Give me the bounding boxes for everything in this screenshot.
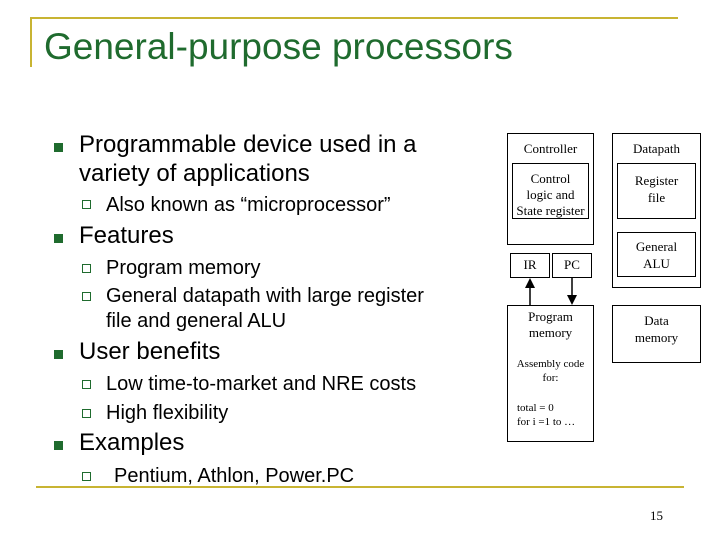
alu-label: ALU [643,256,670,271]
bullet-marker [54,441,63,450]
bullet-marker [54,143,63,152]
sub-bullet-text: Also known as “microprocessor” [106,194,391,216]
controller-label: Controller [523,141,578,156]
sub-bullet-text: General datapath with large register [106,285,424,307]
arrow-up-icon [525,278,535,288]
assembly-label: Assembly code [516,358,585,370]
data-memory-box [612,305,701,363]
data-memory-label: memory [634,330,679,345]
sub-bullet-text: High flexibility [106,402,229,424]
bottom-rule [36,486,684,488]
arrow-down-icon [567,295,577,305]
sub-bullet-marker [82,292,91,301]
top-rule [30,17,678,19]
bullet-marker [54,234,63,243]
code-line: for i =1 to … [517,416,576,428]
control-logic-label: Control [530,171,571,186]
assembly-label: for: [542,372,559,384]
register-file-box [617,163,696,219]
data-memory-label: Data [644,313,669,328]
sub-bullet-marker [82,264,91,273]
sub-bullet-marker [82,380,91,389]
control-logic-box [512,163,589,219]
program-memory-label: memory [528,325,573,340]
bullet-text: Programmable device used in a [79,131,417,158]
sub-bullet-marker [82,472,91,481]
left-rule [30,17,32,67]
ir-box [510,253,550,278]
sub-bullet-text: Pentium, Athlon, Power.PC [114,465,355,487]
code-line: total = 0 [517,402,554,414]
pc-label: PC [564,257,580,272]
program-memory-label: Program [528,309,573,324]
pc-box [552,253,592,278]
bullet-marker [54,350,63,359]
sub-bullet-marker [82,200,91,209]
register-file-label: Register [634,173,679,188]
sub-bullet-text: Program memory [106,257,261,279]
bullet-text: variety of applications [79,160,310,187]
sub-bullet-marker [82,409,91,418]
ir-label: IR [523,257,537,272]
datapath-label: Datapath [633,141,680,156]
sub-bullet-text: file and general ALU [106,310,287,332]
bullet-text: User benefits [79,338,221,365]
program-memory-box [507,305,594,442]
alu-box [617,232,696,277]
control-logic-label: logic and [526,187,575,202]
alu-label: General [635,239,678,254]
sub-bullet-text: Low time-to-market and NRE costs [106,373,417,395]
page-number: 15 [650,508,663,523]
register-file-label: file [647,190,666,205]
control-logic-label: State register [516,203,585,218]
slide-title: General-purpose processors [44,26,513,67]
bullet-text: Examples [79,429,185,456]
bullet-text: Features [79,222,174,249]
